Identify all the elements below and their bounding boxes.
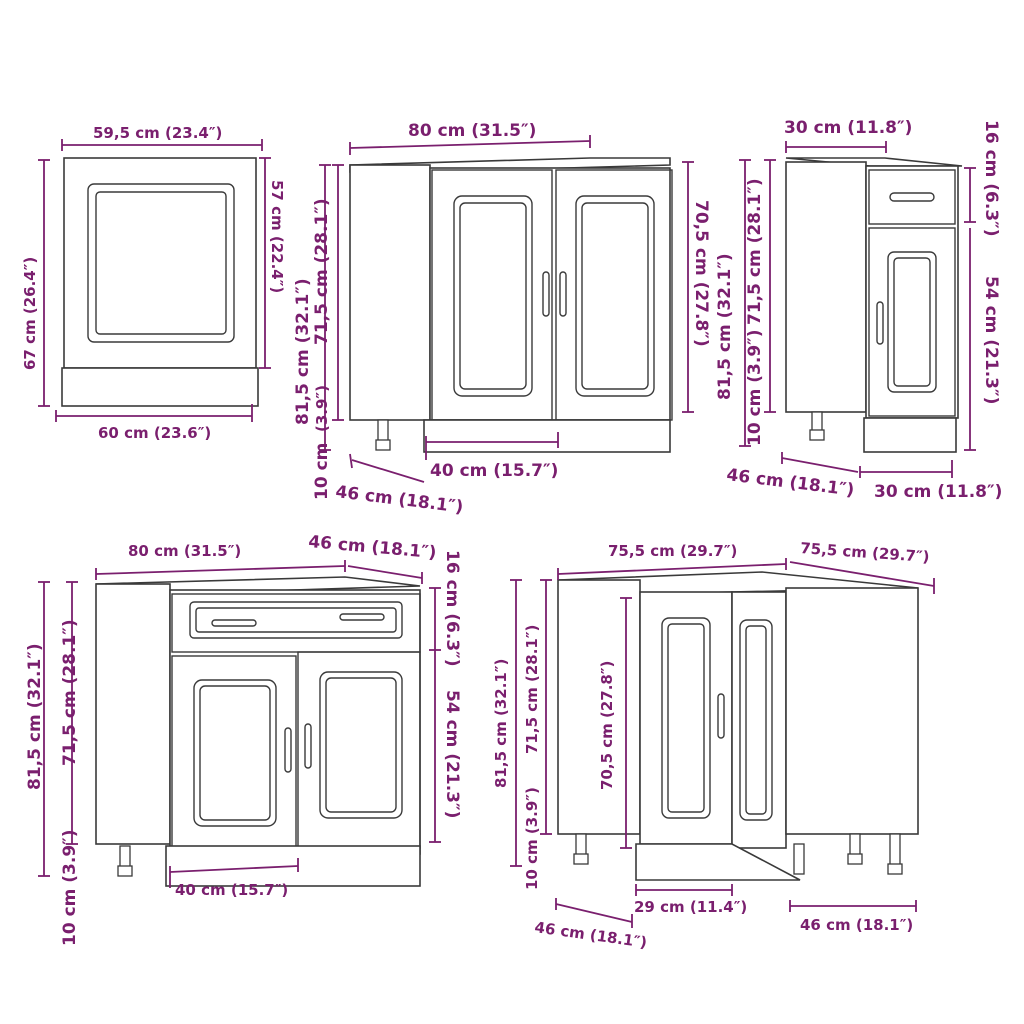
double-plinth-in-label: (3.9″) [313,385,331,432]
narrow-door-handle [876,301,884,345]
drawer-double-depth-label: 46 cm (18.1″) [308,532,438,563]
double-height-body-label: 71,5 cm (28.1″) [312,198,332,345]
double-door-height-label: 70,5 cm (27.8″) [691,200,711,347]
narrow-height-total-label: 81,5 cm (32.1″) [715,253,735,400]
drawer-double-height-body-label: 71,5 cm (28.1″) [60,619,80,766]
narrow-width-top-label: 30 cm (11.8″) [784,118,912,138]
lower-left-door-handle [284,727,292,773]
double-depth-label: 46 cm (18.1″) [334,482,464,517]
narrow-cabinet [785,157,963,453]
corner-width-side-label: 75,5 cm (29.7″) [800,539,930,566]
narrow-drawer-handle [889,192,935,202]
oven-dimensions: 59,5 cm (23.4″) 60 cm (23.6″) 67 cm (26.… [21,124,286,442]
drawer-double-drawer-height-label: 16 cm (6.3″) [442,550,462,667]
lower-right-door-handle [304,723,312,769]
drawer-double-cabinet [95,576,421,887]
double-door-width-label: 40 cm (15.7″) [430,461,558,481]
corner-door-width-label: 29 cm (11.4″) [634,898,747,916]
corner-door-height-label: 70,5 cm (27.8″) [598,661,616,790]
right-door-handle [559,271,567,317]
narrow-height-body-label: 71,5 cm (28.1″) [745,178,765,325]
narrow-width-bottom-label: 30 cm (11.8″) [874,482,1002,502]
oven-plinth [61,367,259,407]
double-door-cabinet [349,157,673,453]
corner-depth-right-label: 46 cm (18.1″) [800,916,913,934]
left-door-handle [542,271,550,317]
oven-height-panel-label: 57 cm (22.4″) [268,180,286,293]
oven-cabinet [61,157,259,407]
corner-height-body-label: 71,5 cm (28.1″) [523,625,541,754]
oven-height-total-label: 67 cm (26.4″) [21,257,39,370]
corner-door-handle [717,693,725,739]
drawer-double-door-width-label: 40 cm (15.7″) [175,881,288,899]
drawer-double-height-total-label: 81,5 cm (32.1″) [25,643,45,790]
narrow-plinth-label: 10 cm (3.9″) [745,329,765,446]
drawer-double-dimensions: 80 cm (31.5″) 46 cm (18.1″) 16 cm (6.3″)… [25,532,462,946]
drawer-double-door-height-label: 54 cm (21.3″) [442,690,462,818]
narrow-door-height-label: 54 cm (21.3″) [981,276,1001,404]
narrow-drawer-height-label: 16 cm (6.3″) [981,120,1001,237]
corner-width-front-label: 75,5 cm (29.7″) [608,542,737,560]
drawer-double-plinth-label: 10 cm (3.9″) [60,829,80,946]
oven-front-panel [63,157,257,369]
oven-width-bottom-label: 60 cm (23.6″) [98,424,211,442]
double-height-total-label: 81,5 cm (32.1″) [293,278,313,425]
double-width-label: 80 cm (31.5″) [408,121,536,141]
double-plinth-cm-label: 10 cm [312,443,332,500]
drawer-handle-right [339,613,385,621]
narrow-depth-label: 46 cm (18.1″) [725,465,855,500]
drawer-handle-left [211,619,257,627]
corner-depth-left-label: 46 cm (18.1″) [533,918,648,952]
drawer-double-width-label: 80 cm (31.5″) [128,542,241,560]
oven-width-top-label: 59,5 cm (23.4″) [93,124,222,142]
corner-height-total-label: 81,5 cm (32.1″) [492,659,510,788]
corner-plinth-label: 10 cm (3.9″) [523,787,541,890]
